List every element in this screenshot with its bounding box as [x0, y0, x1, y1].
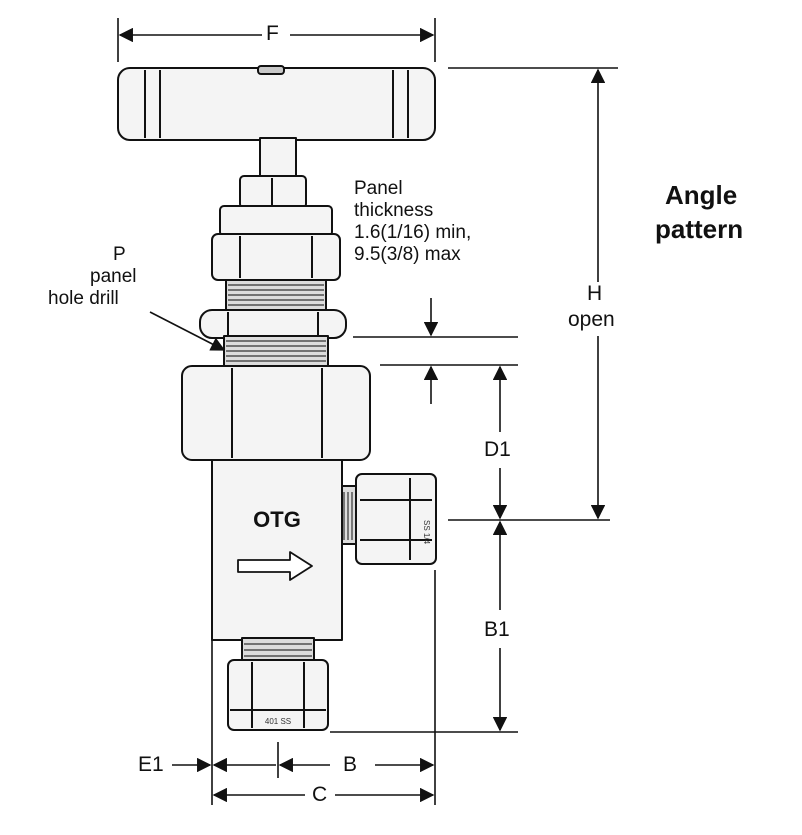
label-p-hole-drill: hole drill — [48, 288, 119, 309]
dimension-lines — [117, 18, 618, 805]
label-p-panel: panel — [90, 266, 137, 287]
panel-note-line3: 1.6(1/16) min, — [354, 222, 472, 243]
bottom-fitting-stamp: 401 SS — [265, 717, 291, 726]
packing-nut — [211, 205, 341, 281]
dim-label-b: B — [343, 753, 358, 776]
label-p: P — [113, 244, 126, 265]
title-line2: pattern — [655, 214, 744, 244]
dim-label-h: H — [587, 282, 603, 305]
dim-label-f: F — [266, 22, 279, 45]
t-handle — [117, 65, 436, 141]
dim-label-b1: B1 — [484, 618, 510, 641]
flow-direction-arrow — [237, 551, 313, 581]
dim-label-d1: D1 — [484, 438, 511, 461]
panel-nut — [199, 309, 347, 339]
panel-note-line2: thickness — [354, 200, 434, 221]
side-outlet-fitting — [341, 473, 437, 565]
side-fitting-stamp: SS 1/4 — [422, 520, 431, 545]
bottom-inlet-fitting — [227, 659, 329, 731]
dim-label-e1: E1 — [138, 753, 164, 776]
panel-note-line4: 9.5(3/8) max — [354, 244, 461, 265]
dim-label-h-open: open — [568, 308, 615, 331]
bonnet-hex-nut — [181, 365, 371, 461]
title-line1: Angle — [665, 180, 738, 210]
valve-stem — [259, 137, 297, 181]
valve-body — [117, 65, 437, 731]
valve-main-body — [211, 459, 343, 641]
body-marking: OTG — [253, 507, 301, 532]
dim-label-c: C — [312, 783, 328, 806]
thread-hatching — [226, 284, 353, 657]
panel-note-line1: Panel — [354, 178, 403, 199]
